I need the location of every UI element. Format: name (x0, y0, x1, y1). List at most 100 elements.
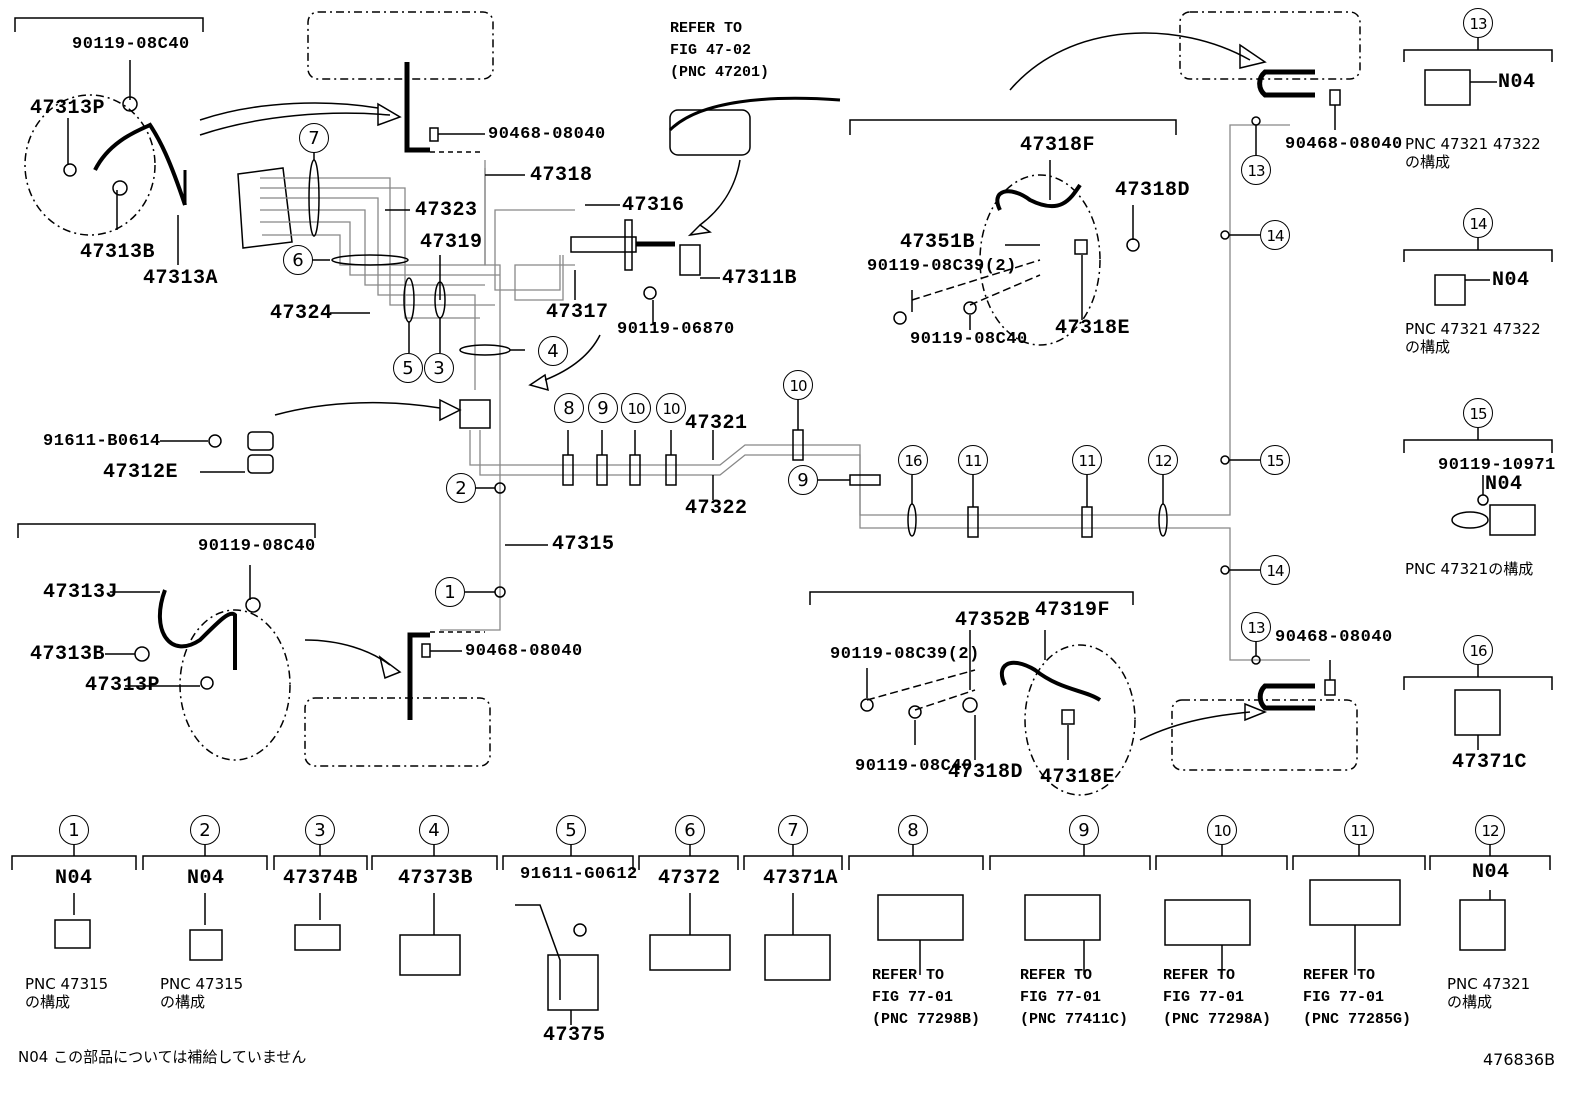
group-bracket (14, 17, 204, 32)
part-label: 47313B (80, 241, 156, 264)
refer-note: REFER TO FIG 77-01 (PNC 77411C) (1020, 967, 1129, 1028)
part-label: N04 (1472, 861, 1510, 884)
pnc-note: PNC 47321 47322 の構成 (1405, 135, 1541, 171)
part-label: 90119-08C40 (855, 757, 973, 776)
part-label: 47351B (900, 231, 976, 254)
part-label: 91611-G0612 (520, 865, 638, 884)
part-label: 47352B (955, 609, 1031, 632)
callout-13: 13 (1241, 155, 1271, 185)
callout-12: 12 (1475, 815, 1505, 845)
callout-14: 14 (1463, 208, 1493, 238)
part-label: 47313J (43, 581, 119, 604)
clip-icon (1459, 899, 1506, 951)
part-label: 47312E (103, 461, 179, 484)
part-label: 47318F (1020, 134, 1096, 157)
parts-row-brackets (11, 38, 1553, 870)
bolt-icon (245, 597, 261, 613)
callout-3: 3 (424, 353, 454, 383)
pnc-note: PNC 47321 47322 の構成 (1405, 320, 1541, 356)
part-label: 47373B (398, 867, 474, 890)
callout-10: 10 (1207, 815, 1237, 845)
part-label: 47315 (552, 533, 615, 556)
bolt-icon (908, 705, 922, 719)
bolt-icon (643, 286, 657, 300)
bolt-icon (573, 923, 587, 937)
part-label: 47313P (85, 674, 161, 697)
clip-icon (1424, 69, 1471, 106)
body-outline (1179, 11, 1361, 80)
bolt-icon (963, 301, 977, 315)
part-label: 47318D (948, 761, 1024, 784)
part-label: 47313A (143, 267, 219, 290)
callout-2: 2 (446, 473, 476, 503)
part-label: 47324 (270, 302, 333, 325)
part-label: 47319 (420, 231, 483, 254)
bolt-icon (122, 96, 138, 112)
pnc-note: PNC 47315 の構成 (160, 975, 244, 1011)
body-outline (304, 697, 491, 767)
bolt-icon (893, 311, 907, 325)
part-label: 90119-08C40 (198, 537, 316, 556)
clip-icon (962, 697, 978, 713)
body-outline (1171, 699, 1358, 771)
refer-note: REFER TO FIG 77-01 (PNC 77298B) (872, 967, 981, 1028)
clip-icon (1454, 689, 1501, 736)
callout-14: 14 (1260, 555, 1290, 585)
part-label: 90468-08040 (465, 642, 583, 661)
part-label: 47318 (530, 164, 593, 187)
part-label: 47323 (415, 199, 478, 222)
clip-icon (1061, 709, 1075, 725)
part-label: 47371C (1452, 751, 1528, 774)
arrow (199, 112, 391, 136)
callout-5: 5 (556, 815, 586, 845)
junction-block (237, 167, 293, 249)
pnc-note: PNC 47321の構成 (1405, 560, 1534, 578)
callout-15: 15 (1260, 445, 1290, 475)
callout-2: 2 (190, 815, 220, 845)
clip-icon (1309, 879, 1401, 926)
part-label: 47317 (546, 301, 609, 324)
callout-10: 10 (656, 393, 686, 423)
callout-13: 13 (1241, 612, 1271, 642)
pnc-note: PNC 47315 の構成 (25, 975, 109, 1011)
callout-12: 12 (1148, 445, 1178, 475)
brake-hose-icon (158, 589, 237, 670)
part-label: 91611-B0614 (43, 432, 161, 451)
callout-1: 1 (435, 577, 465, 607)
callout-9: 9 (788, 465, 818, 495)
callout-4: 4 (538, 336, 568, 366)
bolt-icon (1126, 238, 1140, 252)
part-label: 47311B (722, 267, 798, 290)
clip-icon (294, 924, 341, 951)
callout-15: 15 (1463, 398, 1493, 428)
callout-1: 1 (59, 815, 89, 845)
figure-id: 476836B (1483, 1050, 1556, 1069)
part-label: 47371A (763, 867, 839, 890)
callout-8: 8 (898, 815, 928, 845)
clip-icon (54, 919, 91, 949)
bolt-icon (860, 698, 874, 712)
callout-10: 10 (783, 370, 813, 400)
callout-7: 7 (299, 123, 329, 153)
clip-icon (1164, 899, 1251, 946)
part-sketches (54, 69, 1536, 1025)
clip-icon (1074, 239, 1088, 255)
bracket-icon (459, 399, 491, 429)
callout-7: 7 (778, 815, 808, 845)
refer-note: REFER TO FIG 77-01 (PNC 77285G) (1303, 967, 1412, 1028)
part-label: N04 (55, 867, 93, 890)
callout-16: 16 (1463, 635, 1493, 665)
part-label: N04 (1498, 71, 1536, 94)
part-label: 47313P (30, 97, 106, 120)
tube-bend-icon (1257, 683, 1315, 711)
callout-5: 5 (393, 353, 423, 383)
part-label: 47316 (622, 194, 685, 217)
callout-13: 13 (1463, 8, 1493, 38)
wheel-outline (24, 94, 156, 236)
part-label: 47318E (1040, 766, 1116, 789)
group-bracket (809, 591, 1134, 605)
part-label: 90468-08040 (1285, 135, 1403, 154)
